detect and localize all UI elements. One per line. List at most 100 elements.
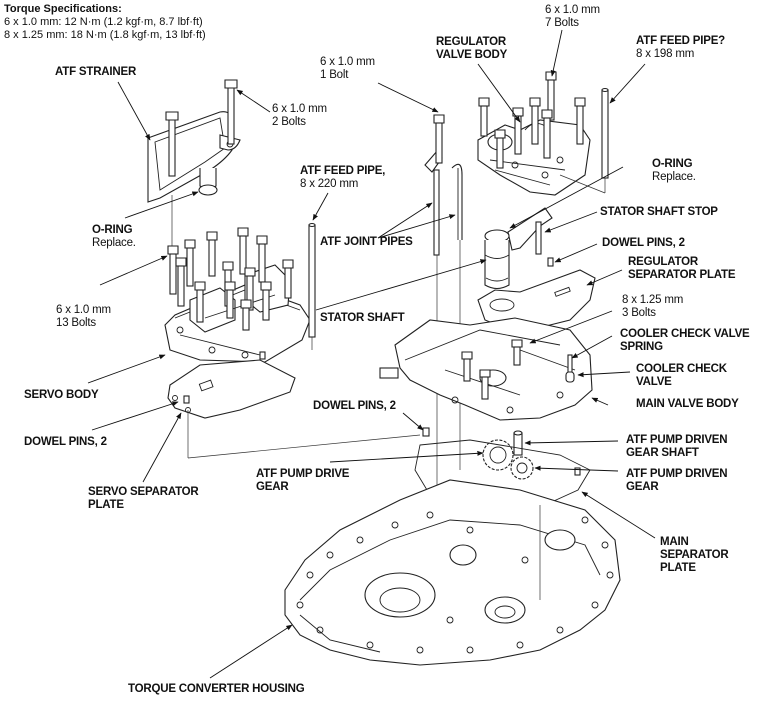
bolt-hole [556, 626, 564, 634]
bolt-hole [581, 516, 589, 524]
dowel-pin [183, 395, 190, 404]
bolt-head [224, 281, 236, 291]
bolt-hole [366, 641, 374, 649]
label-dowel-pins-middle: DOWEL PINS, 2 [313, 400, 396, 412]
torque-specifications: Torque Specifications: 6 x 1.0 mm: 12 N·… [4, 3, 206, 42]
label-atf-pump-driven-gear: ATF PUMP DRIVEN GEAR [626, 468, 728, 493]
main-valve-bolts [461, 339, 523, 400]
dowel-pin-lower [574, 467, 581, 476]
label-bolts-13: 6 x 1.0 mm 13 Bolts [56, 304, 111, 329]
label-bolts-7: 6 x 1.0 mm 7 Bolts [545, 4, 600, 29]
label-servo-body: SERVO BODY [24, 389, 99, 401]
label-atf-pump-drive-gear: ATF PUMP DRIVE GEAR [256, 468, 350, 493]
bolt-shank [246, 275, 254, 311]
torque-spec-title: Torque Specifications: [4, 3, 122, 15]
label-atf-strainer: ATF STRAINER [55, 66, 137, 78]
dowel-pin-upper [535, 221, 542, 255]
label-atf-pump-driven-gear-shaft: ATF PUMP DRIVEN GEAR SHAFT [626, 434, 728, 459]
bolt-head [194, 281, 206, 291]
bolt-head [184, 239, 196, 249]
bolt-hole [316, 626, 324, 634]
servo-bolts [167, 227, 294, 331]
label-atf-feed-pipe-198: ATF FEED PIPE? 8 x 198 mm [636, 35, 725, 60]
label-stator-shaft-stop: STATOR SHAFT STOP [600, 206, 718, 218]
label-main-separator-plate: MAIN SEPARATOR PLATE [660, 536, 729, 574]
bolt-hole [446, 616, 454, 624]
bolt-hole [326, 551, 334, 559]
bolt-shank [531, 105, 539, 145]
bolt-shank [169, 253, 177, 295]
bolt-hole [426, 511, 434, 519]
label-dowel-pins-left: DOWEL PINS, 2 [24, 436, 107, 448]
o-ring-strainer [198, 184, 218, 196]
label-regulator-separator-plate: REGULATOR SEPARATOR PLATE [628, 256, 736, 281]
bolt-head [256, 235, 268, 245]
bolt-shank [226, 289, 234, 319]
bolt-head [175, 257, 187, 267]
label-cooler-check-valve: COOLER CHECK VALVE [636, 363, 727, 388]
strainer-bolts [165, 79, 238, 177]
bolt-head [541, 109, 553, 119]
bolt-shank [186, 247, 194, 287]
bolt-hole [516, 641, 524, 649]
bolt-hole [466, 526, 474, 534]
label-o-ring-right: O-RING Replace. [652, 158, 696, 183]
torque-spec-line: 6 x 1.0 mm: 12 N·m (1.2 kgf·m, 8.7 lbf·f… [4, 16, 203, 28]
bolt-shank [284, 267, 292, 299]
bolt-head [478, 97, 490, 107]
bolt-head [244, 267, 256, 277]
bolt-shank [208, 239, 216, 277]
bolt-hole [296, 601, 304, 609]
bolt-shank [242, 307, 250, 331]
bolt-head [512, 107, 524, 117]
bolt-head [167, 245, 179, 255]
bolt-shank [258, 243, 266, 283]
bolt-head [260, 281, 272, 291]
bolt-shank [177, 265, 185, 307]
cooler-check-valve-part [565, 371, 575, 383]
bolt-shank [543, 117, 551, 159]
bolt-hole [601, 541, 609, 549]
label-servo-separator-plate: SERVO SEPARATOR PLATE [88, 486, 199, 511]
bolt-shank [239, 235, 247, 275]
bolt-head [282, 259, 294, 269]
bolt-hole [466, 646, 474, 654]
bolt-shank [480, 105, 488, 137]
label-o-ring-left: O-RING Replace. [92, 224, 136, 249]
atf-pump-driven-gear-part [510, 456, 534, 480]
bolt-head [545, 71, 557, 81]
bolt-head [494, 129, 506, 139]
label-main-valve-body: MAIN VALVE BODY [636, 398, 739, 410]
bolt-shank [196, 289, 204, 323]
bolt-shank [262, 289, 270, 321]
bolt-hole [591, 601, 599, 609]
bolt-shank [547, 79, 555, 121]
dowel-pin-upper-2 [547, 257, 554, 267]
bolt-head [206, 231, 218, 241]
servo-separator-plate-part [167, 351, 421, 459]
atf-feed-pipe-198-part [559, 87, 609, 194]
housing-bolt-holes [296, 511, 614, 654]
label-bolts-3: 8 x 1.25 mm 3 Bolts [622, 294, 684, 319]
label-cooler-check-valve-spring: COOLER CHECK VALVE SPRING [620, 328, 750, 353]
stator-shaft-part [484, 229, 510, 300]
label-atf-joint-pipes: ATF JOINT PIPES [320, 236, 413, 248]
regulator-bolts [478, 71, 586, 169]
bolt-hole [606, 571, 614, 579]
stator-shaft-stop-part [507, 207, 553, 251]
bolt-shank [496, 137, 504, 169]
bolt-hole [356, 536, 364, 544]
atf-pump-driven-gear-shaft-part [513, 430, 523, 456]
dowel-pin-middle [422, 427, 430, 437]
bolt-head [222, 261, 234, 271]
label-bolt-1: 6 x 1.0 mm 1 Bolt [320, 56, 375, 81]
bolt-head [240, 299, 252, 309]
bolt-hole [521, 556, 529, 564]
torque-converter-housing-part [284, 479, 621, 666]
single-bolt [433, 114, 445, 164]
main-valve-body-part [379, 317, 593, 421]
valve-end-cap [379, 367, 399, 379]
label-bolts-2: 6 x 1.0 mm 2 Bolts [272, 103, 327, 128]
